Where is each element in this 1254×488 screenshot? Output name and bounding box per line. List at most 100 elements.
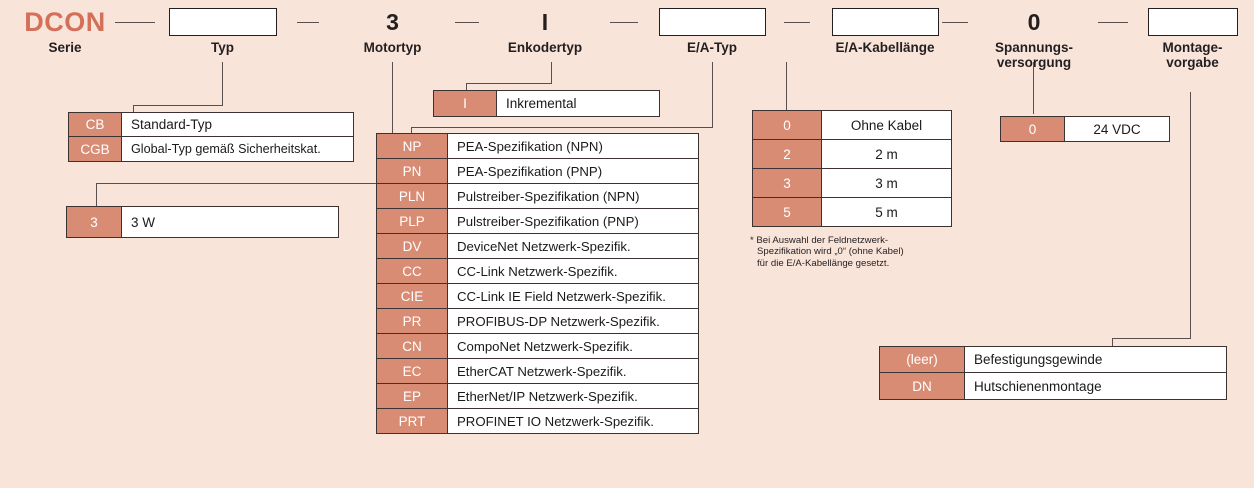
header-box-ea-typ[interactable] [658, 8, 766, 36]
table-ea-typ-desc-1: PEA-Spezifikation (PNP) [448, 158, 699, 184]
kabel-footnote: * Bei Auswahl der Feldnetzwerk- Spezifik… [750, 235, 955, 269]
table-ea-typ-code-6: CIE [376, 283, 448, 309]
kabel-footnote-line1: * Bei Auswahl der Feldnetzwerk- [750, 235, 889, 246]
table-row[interactable]: I Inkremental [433, 90, 660, 117]
table-ea-typ-desc-8: CompoNet Netzwerk-Spezifik. [448, 333, 699, 359]
table-ea-typ-desc-4: DeviceNet Netzwerk-Spezifik. [448, 233, 699, 259]
table-ea-typ-code-1: PN [376, 158, 448, 184]
montage-desc-1: Hutschienenmontage [965, 372, 1227, 400]
table-ea-typ-desc-5: CC-Link Netzwerk-Spezifik. [448, 258, 699, 284]
table-row[interactable]: 3 3 W [66, 206, 339, 238]
header-box-ea-kabellaenge[interactable] [831, 8, 939, 36]
header-label-montagevorgabe: Montage- vorgabe [1162, 40, 1223, 70]
separator-dash-3 [455, 22, 479, 23]
connector-montage-vertical [1190, 92, 1192, 339]
connector-motortyp-vertical [392, 62, 394, 184]
connector-typ-vertical [222, 62, 224, 106]
table-spannungsversorgung: 0 24 VDC [1000, 116, 1170, 142]
motortyp-code-0: 3 [66, 206, 122, 238]
table-ea-typ-desc-11: PROFINET IO Netzwerk-Spezifik. [448, 408, 699, 434]
connector-motortyp-horizontal [96, 183, 393, 185]
connector-enkodertyp-horizontal [466, 83, 552, 85]
table-ea-typ-code-8: CN [376, 333, 448, 359]
header-slot-serie: DCON Serie [10, 8, 120, 55]
typ-code-1: CGB [68, 136, 122, 162]
connector-ea-typ-vertical [712, 62, 714, 128]
header-box-montagevorgabe[interactable] [1147, 8, 1238, 36]
header-slot-enkodertyp: I Enkodertyp [492, 8, 598, 55]
table-montagevorgabe: (leer) Befestigungsgewinde DN Hutschiene… [879, 346, 1227, 400]
table-ea-typ-desc-3: Pulstreiber-Spezifikation (PNP) [448, 208, 699, 234]
separator-dash-2 [297, 22, 319, 23]
header-label-typ: Typ [211, 40, 234, 55]
header-slot-ea-typ: E/A-Typ [648, 8, 776, 55]
table-ea-typ-code-11: PRT [376, 408, 448, 434]
connector-motortyp-drop [96, 183, 98, 207]
table-row[interactable]: 0 24 VDC [1000, 116, 1170, 142]
table-enkodertyp: I Inkremental [433, 90, 660, 117]
enkodertyp-desc-0: Inkremental [497, 90, 660, 117]
table-motortyp: 3 3 W [66, 206, 339, 238]
connector-ea-typ-drop [411, 127, 413, 135]
connector-enkodertyp-vertical [551, 62, 553, 84]
separator-dash-7 [1098, 22, 1128, 23]
table-ea-typ-code-5: CC [376, 258, 448, 284]
table-ea-typ-code-10: EP [376, 383, 448, 409]
connector-montage-drop [1112, 338, 1114, 348]
header-slot-montagevorgabe: Montage- vorgabe [1135, 8, 1250, 70]
table-row[interactable]: CGB Global-Typ gemäß Sicherheitskat. [68, 136, 354, 162]
connector-kabel-vertical [786, 62, 788, 110]
table-typ: CB Standard-Typ CGB Global-Typ gemäß Sic… [68, 112, 354, 162]
header-label-ea-typ: E/A-Typ [687, 40, 737, 55]
header-box-typ[interactable] [168, 8, 277, 36]
table-ea-typ-desc-10: EtherNet/IP Netzwerk-Spezifik. [448, 383, 699, 409]
table-ea-kabellaenge-desc-1: 2 m [822, 139, 952, 169]
table-ea-typ-desc-0: PEA-Spezifikation (NPN) [448, 133, 699, 159]
header-code-spannungsversorgung: 0 [1027, 9, 1041, 35]
separator-dash-1 [115, 22, 155, 23]
spannung-code-0: 0 [1000, 116, 1065, 142]
motortyp-desc-0: 3 W [122, 206, 339, 238]
table-ea-typ-desc-6: CC-Link IE Field Netzwerk-Spezifik. [448, 283, 699, 309]
header-slot-typ: Typ [160, 8, 285, 55]
header-slot-ea-kabellaenge: E/A-Kabellänge [815, 8, 955, 55]
table-ea-kabellaenge-desc-0: Ohne Kabel [822, 110, 952, 140]
table-ea-kabellaenge-code-3: 5 [752, 197, 822, 227]
table-row[interactable]: (leer) Befestigungsgewinde [879, 346, 1227, 373]
typ-desc-0: Standard-Typ [122, 112, 354, 137]
header-code-enkodertyp: I [541, 9, 549, 35]
table-ea-kabellaenge-desc-2: 3 m [822, 168, 952, 198]
header-slot-spannungsversorgung: 0 Spannungs- versorgung [975, 8, 1093, 70]
typ-desc-1: Global-Typ gemäß Sicherheitskat. [122, 136, 354, 162]
connector-spannung-vertical [1033, 62, 1035, 114]
table-row[interactable]: CB Standard-Typ [68, 112, 354, 137]
table-ea-typ-code-9: EC [376, 358, 448, 384]
connector-ea-typ-horizontal [411, 127, 713, 129]
table-ea-kabellaenge-desc-3: 5 m [822, 197, 952, 227]
table-row[interactable]: DN Hutschienenmontage [879, 372, 1227, 400]
table-ea-kabellaenge-code-0: 0 [752, 110, 822, 140]
separator-dash-4 [610, 22, 638, 23]
header-label-enkodertyp: Enkodertyp [507, 40, 583, 55]
table-ea-typ-code-0: NP [376, 133, 448, 159]
table-ea-kabellaenge-code-2: 3 [752, 168, 822, 198]
